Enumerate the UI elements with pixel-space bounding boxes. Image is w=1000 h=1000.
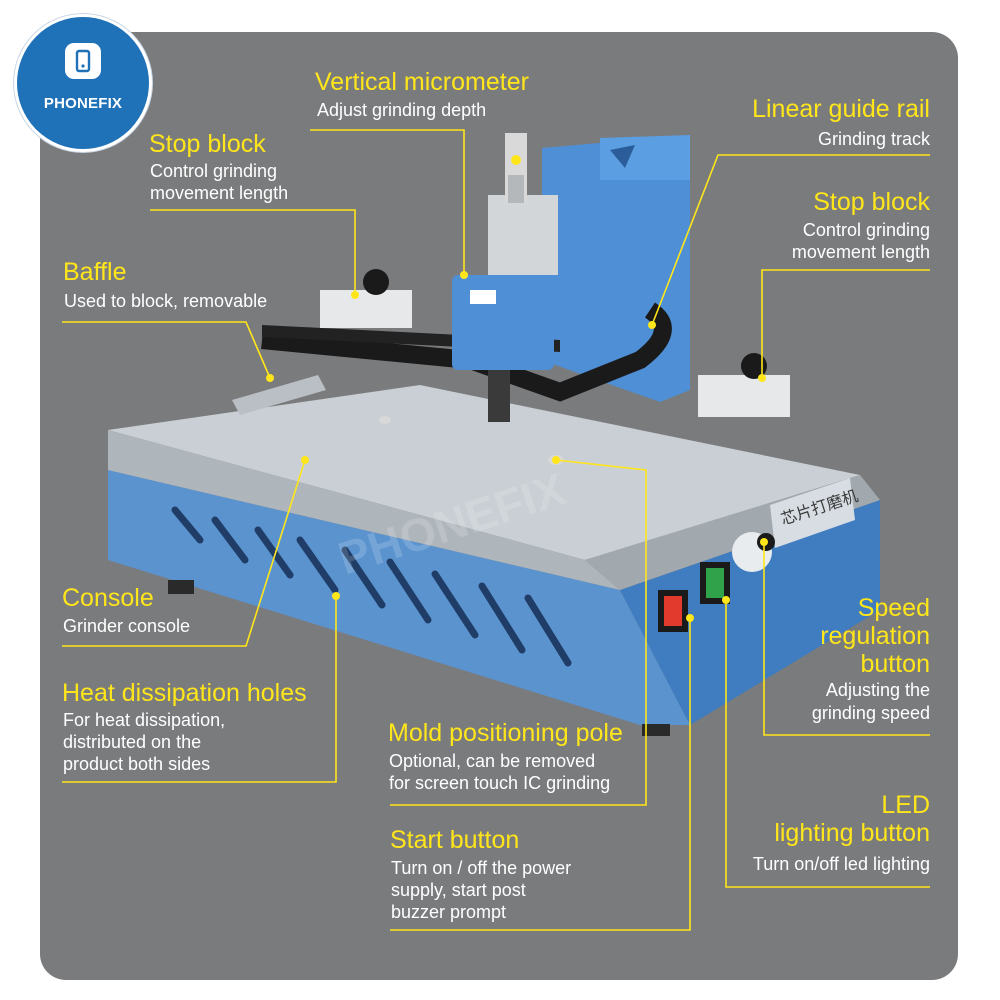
vertical-micrometer-desc: Adjust grinding depth (317, 100, 487, 120)
machine-base-side (620, 500, 880, 725)
stop-block-left-desc-2: movement length (150, 183, 289, 203)
vertical-micrometer-title: Vertical micrometer (315, 68, 529, 96)
stop-block-left-title: Stop block (149, 130, 266, 158)
heat-dissipation-holes-desc-1: For heat dissipation, (63, 710, 226, 730)
start-button-title: Start button (390, 826, 520, 854)
spindle (488, 370, 510, 422)
led-lighting-title-1: LED (881, 791, 930, 819)
machine-name-plate (770, 478, 855, 548)
stop-block-right (698, 375, 790, 417)
mold-positioning-pole-desc-2: for screen touch IC grinding (389, 773, 611, 793)
led-lighting-desc: Turn on/off led lighting (752, 854, 930, 874)
led-lighting-title-2: lighting button (774, 819, 930, 847)
stop-block-right-title: Stop block (813, 188, 930, 216)
linear-guide-rail-desc: Grinding track (817, 129, 930, 149)
stop-block-left-desc-1: Control grinding (150, 161, 278, 181)
brand-logo: PHONEFIX (14, 14, 152, 152)
heat-dissipation-holes-title: Heat dissipation holes (62, 679, 307, 707)
brand-name: PHONEFIX (43, 95, 123, 112)
baffle-title: Baffle (63, 258, 127, 286)
baffle (232, 375, 326, 415)
carriage (488, 195, 558, 275)
phone-wrench-icon (65, 43, 101, 79)
stop-block-right-desc-1: Control grinding (802, 220, 930, 240)
linear-guide-rail-title: Linear guide rail (752, 95, 930, 123)
start-button-desc-3: buzzer prompt (391, 902, 507, 922)
console-desc: Grinder console (63, 616, 191, 636)
speed-regulation-title-1: Speed (857, 594, 930, 622)
stop-block-right-desc-2: movement length (791, 242, 930, 262)
heat-dissipation-holes (171, 506, 572, 667)
speed-regulation-title-2: regulation (820, 622, 930, 650)
baffle-desc: Used to block, removable (64, 291, 268, 311)
heat-dissipation-holes-desc-2: distributed on the (63, 732, 202, 752)
mold-positioning-pole-title: Mold positioning pole (388, 719, 623, 747)
start-button-desc-1: Turn on / off the power (391, 858, 572, 878)
mold-positioning-pole-desc-1: Optional, can be removed (389, 751, 596, 771)
speed-regulation-title-3: button (860, 650, 930, 678)
speed-regulation-desc-1: Adjusting the (825, 680, 930, 700)
speed-regulation-desc-2: grinding speed (811, 703, 930, 723)
machine-base-front (108, 470, 690, 725)
start-button-desc-2: supply, start post (391, 880, 526, 900)
console-top (108, 385, 860, 560)
led-lighting-button (706, 568, 724, 598)
heat-dissipation-holes-desc-3: product both sides (63, 754, 211, 774)
console-title: Console (62, 584, 154, 612)
stop-block-left (320, 290, 412, 328)
start-button (664, 596, 682, 626)
drag-chain (261, 302, 672, 402)
